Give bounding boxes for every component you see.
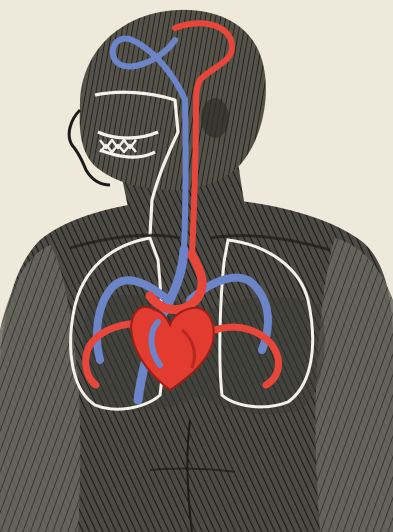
right-arm <box>315 238 393 532</box>
